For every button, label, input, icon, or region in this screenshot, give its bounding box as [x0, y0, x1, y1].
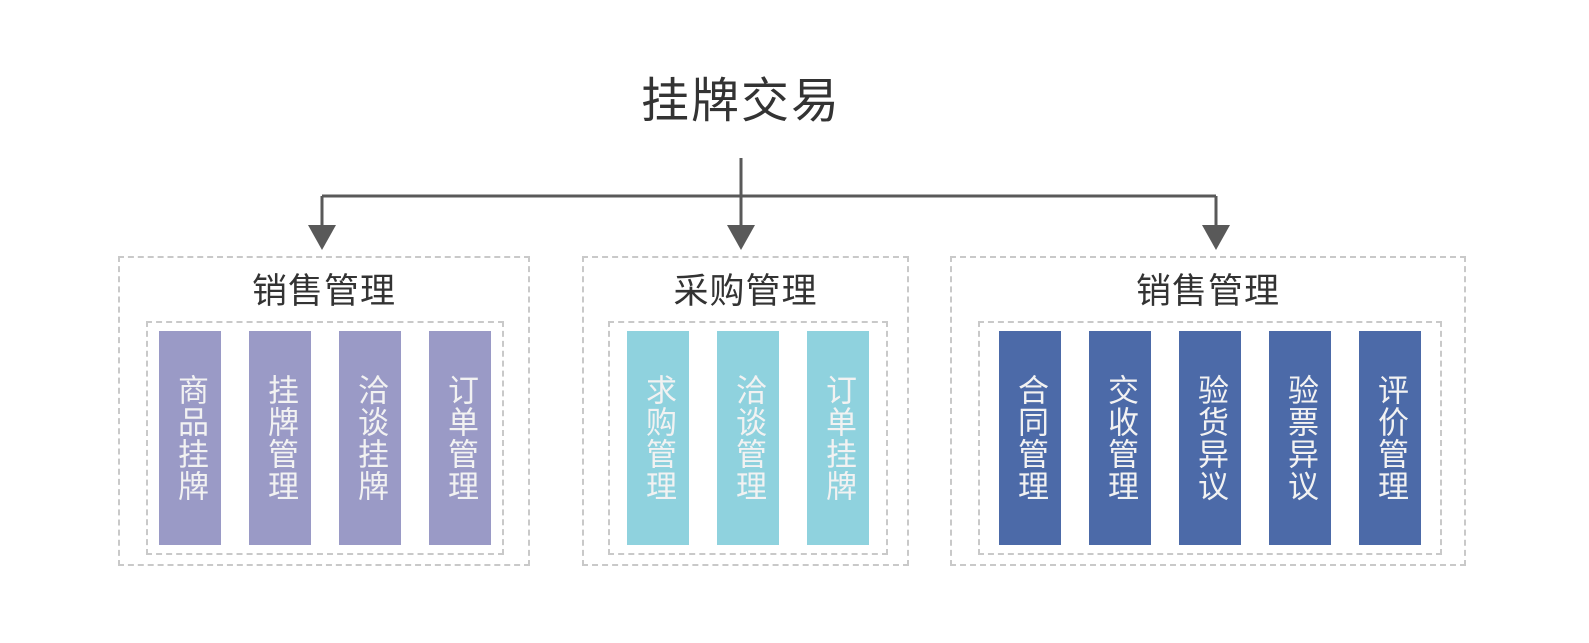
item-card-commodity-listing[interactable]: 商品挂牌 — [159, 331, 221, 545]
group-items-container-purchase-management: 求购管理 洽谈管理 订单挂牌 — [608, 321, 888, 555]
item-label: 求购管理 — [641, 374, 676, 502]
item-label: 订单挂牌 — [821, 374, 856, 502]
item-card-listing-management[interactable]: 挂牌管理 — [249, 331, 311, 545]
group-items-container-settlement-management: 合同管理 交收管理 验货异议 验票异议 评价管理 — [978, 321, 1442, 555]
group-items-container-sales-listing: 商品挂牌 挂牌管理 洽谈挂牌 订单管理 — [146, 321, 504, 555]
item-label: 评价管理 — [1373, 374, 1408, 502]
item-label: 订单管理 — [443, 374, 478, 502]
group-settlement-management[interactable]: 销售管理 合同管理 交收管理 验货异议 验票异议 评价管理 — [950, 256, 1466, 566]
item-label: 验票异议 — [1283, 374, 1318, 502]
item-card-negotiation-listing[interactable]: 洽谈挂牌 — [339, 331, 401, 545]
item-card-goods-inspection-dispute[interactable]: 验货异议 — [1179, 331, 1241, 545]
group-title-purchase-management: 采购管理 — [673, 272, 818, 311]
item-card-order-listing[interactable]: 订单挂牌 — [807, 331, 869, 545]
item-card-contract-management[interactable]: 合同管理 — [999, 331, 1061, 545]
item-label: 验货异议 — [1193, 374, 1228, 502]
item-card-order-management[interactable]: 订单管理 — [429, 331, 491, 545]
item-card-evaluation-management[interactable]: 评价管理 — [1359, 331, 1421, 545]
item-label: 交收管理 — [1103, 374, 1138, 502]
item-card-negotiation-management[interactable]: 洽谈管理 — [717, 331, 779, 545]
item-label: 合同管理 — [1013, 374, 1048, 502]
item-label: 洽谈管理 — [731, 374, 766, 502]
item-label: 洽谈挂牌 — [353, 374, 388, 502]
item-label: 商品挂牌 — [173, 374, 208, 502]
arrowheads — [308, 225, 1230, 250]
item-card-delivery-management[interactable]: 交收管理 — [1089, 331, 1151, 545]
group-purchase-management[interactable]: 采购管理 求购管理 洽谈管理 订单挂牌 — [582, 256, 909, 566]
page-title: 挂牌交易 — [640, 75, 841, 128]
arrow-head-2 — [727, 225, 755, 250]
group-sales-listing[interactable]: 销售管理 商品挂牌 挂牌管理 洽谈挂牌 订单管理 — [118, 256, 530, 566]
item-card-purchase-request-management[interactable]: 求购管理 — [627, 331, 689, 545]
arrow-head-1 — [308, 225, 336, 250]
item-card-invoice-inspection-dispute[interactable]: 验票异议 — [1269, 331, 1331, 545]
group-title-sales-listing: 销售管理 — [251, 272, 396, 311]
item-label: 挂牌管理 — [263, 374, 298, 502]
group-title-settlement-management: 销售管理 — [1135, 272, 1280, 311]
arrow-head-3 — [1202, 225, 1230, 250]
